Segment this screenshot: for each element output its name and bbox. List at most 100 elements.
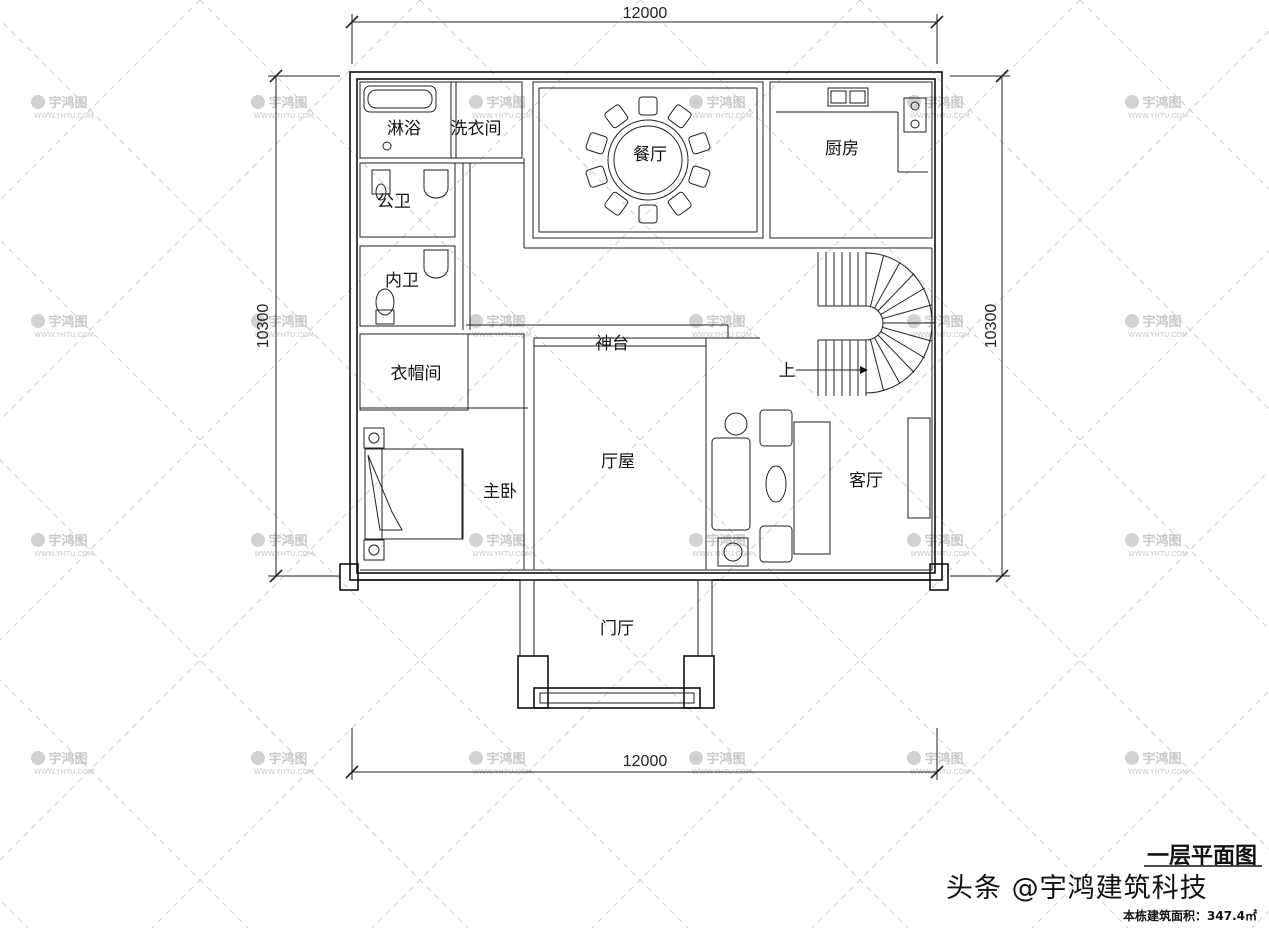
dining-chair: [604, 191, 629, 216]
svg-text:宇鸿图: 宇鸿图: [486, 751, 525, 767]
dimension-left: 10300: [255, 69, 340, 583]
sofa: [711, 437, 751, 531]
svg-text:宇鸿图: 宇鸿图: [48, 95, 87, 111]
left-dimension-label: 10300: [255, 304, 272, 349]
dimension-right: 10300: [950, 69, 1010, 583]
svg-text:宇鸿图: 宇鸿图: [486, 314, 525, 330]
svg-text:WWW.YHTU.COM: WWW.YHTU.COM: [910, 550, 970, 558]
room-labels: 淋浴 洗衣间 餐厅 厨房 公卫 内卫 神台 衣帽间 厅屋 主卧 客厅 门厅 上: [377, 119, 883, 639]
drawing-title: 一层平面图: [1146, 844, 1257, 869]
label-master-bedroom: 主卧: [483, 482, 517, 502]
svg-text:WWW.YHTU.COM: WWW.YHTU.COM: [472, 550, 532, 558]
dining-chair: [667, 191, 692, 216]
svg-text:WWW.YHTU.COM: WWW.YHTU.COM: [472, 331, 532, 339]
svg-text:宇鸿图: 宇鸿图: [706, 95, 745, 111]
interior-walls: [359, 81, 933, 571]
svg-text:WWW.YHTU.COM: WWW.YHTU.COM: [692, 550, 752, 558]
svg-text:WWW.YHTU.COM: WWW.YHTU.COM: [254, 768, 314, 776]
svg-text:宇鸿图: 宇鸿图: [48, 751, 87, 767]
svg-text:宇鸿图: 宇鸿图: [1142, 314, 1181, 330]
dining-chair: [585, 132, 608, 155]
svg-text:WWW.YHTU.COM: WWW.YHTU.COM: [1128, 768, 1188, 776]
label-shower: 淋浴: [387, 119, 421, 139]
dining-chair: [688, 132, 711, 155]
svg-text:宇鸿图: 宇鸿图: [48, 533, 87, 549]
svg-text:WWW.YHTU.COM: WWW.YHTU.COM: [910, 112, 970, 120]
svg-text:WWW.YHTU.COM: WWW.YHTU.COM: [472, 112, 532, 120]
svg-text:宇鸿图: 宇鸿图: [706, 314, 745, 330]
dining-chair: [638, 96, 658, 116]
svg-text:宇鸿图: 宇鸿图: [1142, 751, 1181, 767]
svg-text:宇鸿图: 宇鸿图: [268, 314, 307, 330]
top-dimension-label: 12000: [623, 5, 668, 22]
svg-text:WWW.YHTU.COM: WWW.YHTU.COM: [34, 331, 94, 339]
svg-text:WWW.YHTU.COM: WWW.YHTU.COM: [34, 768, 94, 776]
author-credit: 头条 @宇鸿建筑科技: [946, 873, 1208, 904]
dining-chair: [604, 104, 629, 129]
label-living-room: 客厅: [849, 471, 883, 491]
dining-chair: [585, 165, 608, 188]
svg-text:WWW.YHTU.COM: WWW.YHTU.COM: [1128, 331, 1188, 339]
svg-text:宇鸿图: 宇鸿图: [924, 533, 963, 549]
svg-text:宇鸿图: 宇鸿图: [706, 751, 745, 767]
svg-text:WWW.YHTU.COM: WWW.YHTU.COM: [1128, 112, 1188, 120]
label-hall: 厅屋: [601, 452, 635, 472]
watermark-layer: 宇鸿图WWW.YHTU.COM宇鸿图WWW.YHTU.COM宇鸿图WWW.YHT…: [31, 95, 1188, 776]
spiral-staircase: [817, 252, 934, 396]
svg-text:宇鸿图: 宇鸿图: [924, 314, 963, 330]
svg-text:WWW.YHTU.COM: WWW.YHTU.COM: [34, 112, 94, 120]
svg-text:WWW.YHTU.COM: WWW.YHTU.COM: [692, 331, 752, 339]
dimension-top: 12000: [345, 5, 944, 64]
svg-text:WWW.YHTU.COM: WWW.YHTU.COM: [254, 550, 314, 558]
svg-text:宇鸿图: 宇鸿图: [486, 533, 525, 549]
svg-text:宇鸿图: 宇鸿图: [268, 533, 307, 549]
svg-text:宇鸿图: 宇鸿图: [924, 95, 963, 111]
svg-text:宇鸿图: 宇鸿图: [48, 314, 87, 330]
svg-text:WWW.YHTU.COM: WWW.YHTU.COM: [910, 768, 970, 776]
svg-text:宇鸿图: 宇鸿图: [268, 95, 307, 111]
fixtures: [363, 85, 934, 709]
bottom-dimension-label: 12000: [623, 753, 668, 770]
exterior-walls: [339, 71, 949, 591]
right-dimension-label: 10300: [983, 304, 1000, 349]
building-area: 本栋建筑面积：347.4㎡: [1123, 909, 1257, 923]
svg-text:WWW.YHTU.COM: WWW.YHTU.COM: [910, 331, 970, 339]
label-kitchen: 厨房: [825, 139, 859, 159]
label-stair-up: 上: [779, 361, 796, 381]
svg-text:WWW.YHTU.COM: WWW.YHTU.COM: [254, 112, 314, 120]
svg-text:WWW.YHTU.COM: WWW.YHTU.COM: [254, 331, 314, 339]
svg-text:宇鸿图: 宇鸿图: [1142, 95, 1181, 111]
svg-text:WWW.YHTU.COM: WWW.YHTU.COM: [692, 112, 752, 120]
dining-chair: [667, 104, 692, 129]
svg-text:宇鸿图: 宇鸿图: [706, 533, 745, 549]
svg-text:宇鸿图: 宇鸿图: [486, 95, 525, 111]
label-inner-bath: 内卫: [385, 271, 419, 291]
svg-text:WWW.YHTU.COM: WWW.YHTU.COM: [1128, 550, 1188, 558]
label-shrine: 神台: [595, 334, 629, 354]
label-laundry: 洗衣间: [451, 119, 502, 139]
svg-text:宇鸿图: 宇鸿图: [924, 751, 963, 767]
svg-text:宇鸿图: 宇鸿图: [1142, 533, 1181, 549]
label-foyer: 门厅: [600, 619, 634, 639]
